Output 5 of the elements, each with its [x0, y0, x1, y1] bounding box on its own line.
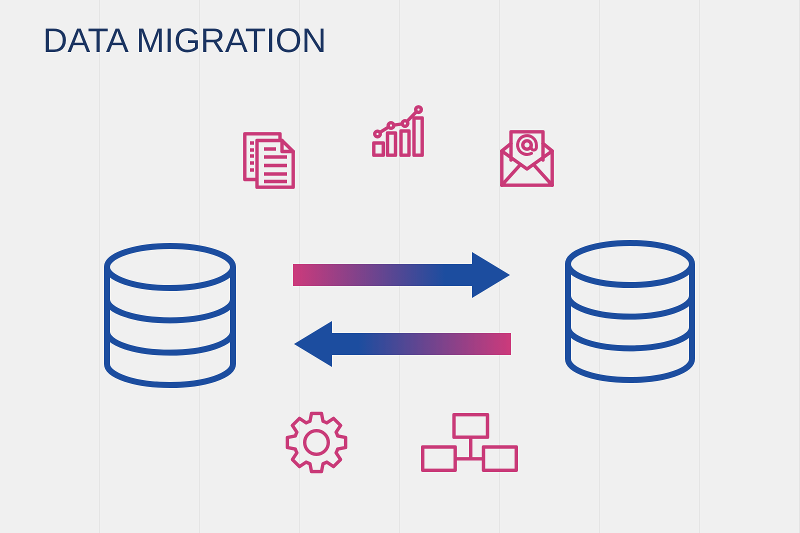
- arrow: [293, 252, 510, 298]
- arrow: [294, 321, 511, 367]
- database-cylinder: [104, 243, 236, 388]
- title: DATA MIGRATION: [43, 21, 326, 61]
- database-cylinder: [565, 240, 695, 383]
